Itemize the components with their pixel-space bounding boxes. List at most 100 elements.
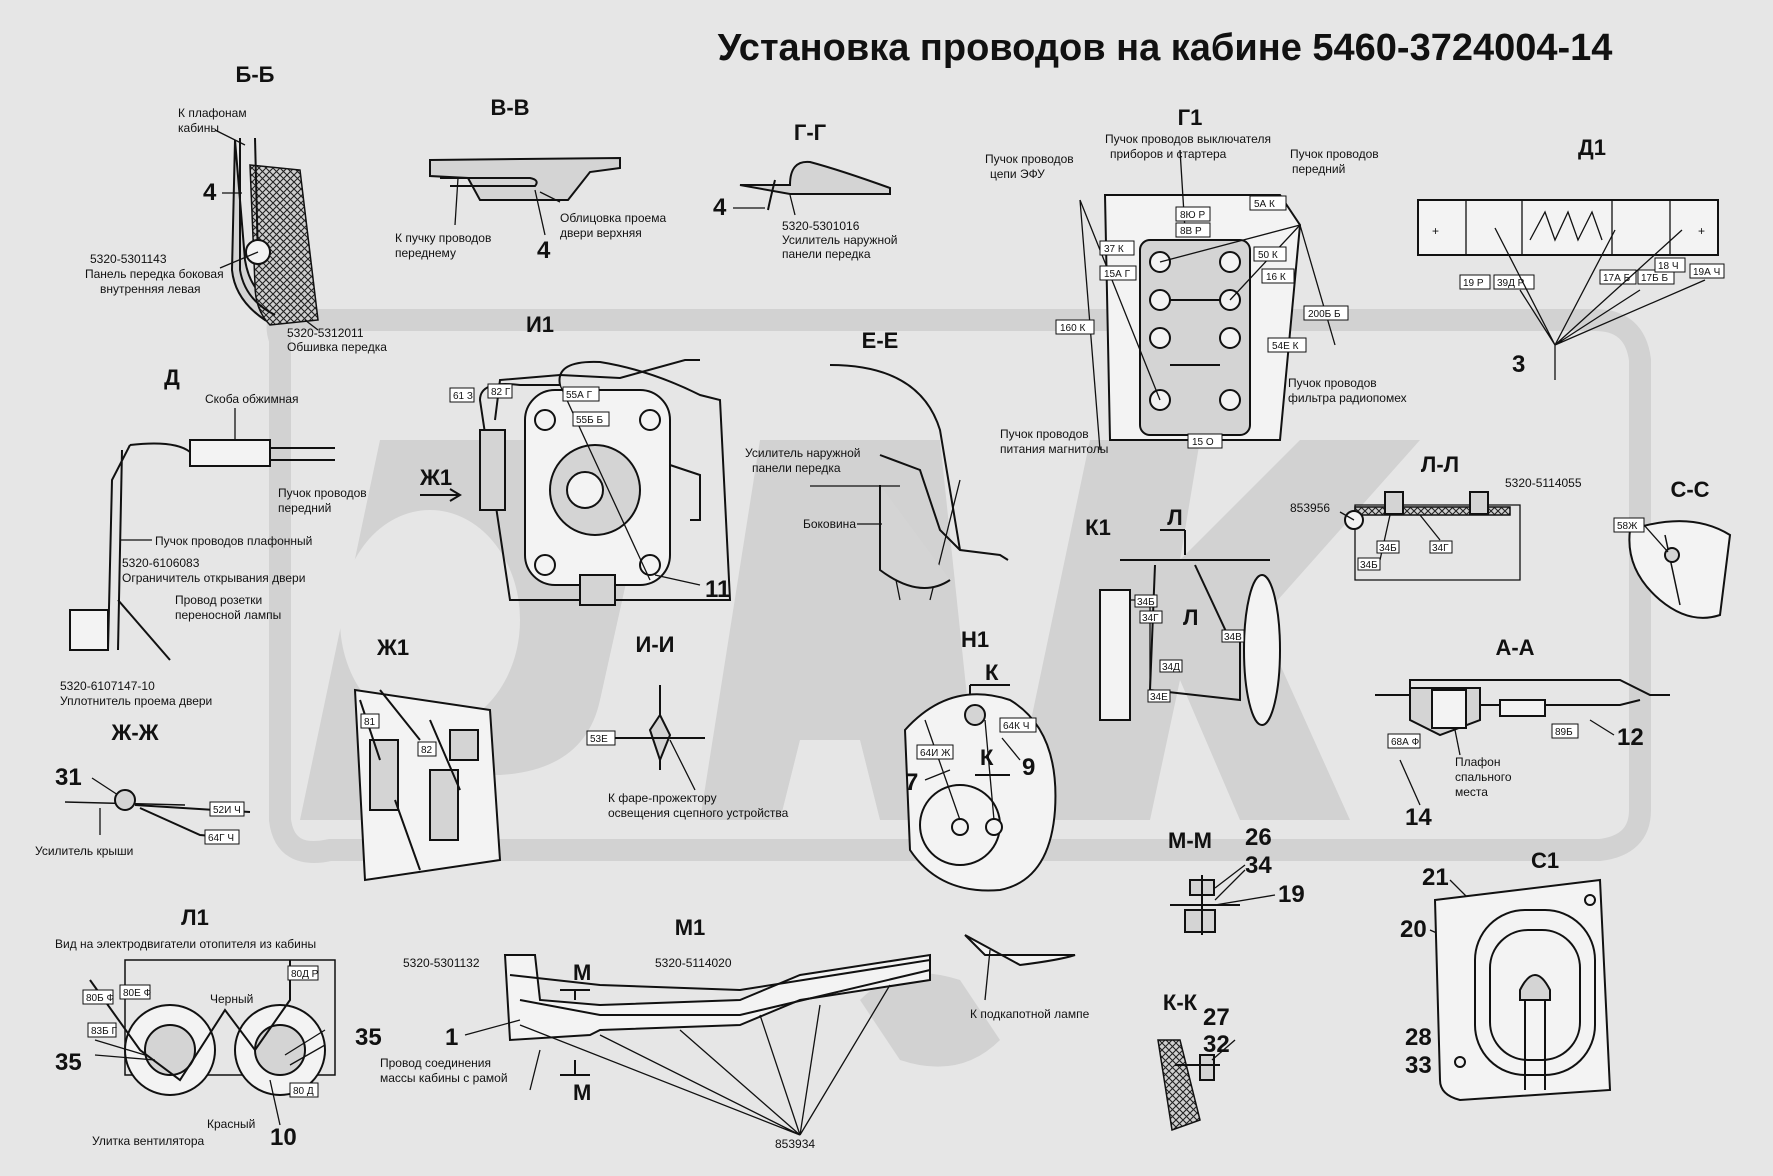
section-aa: А-А 68А Ф 89Б 12 14 Плафон спального мес… [1375,635,1670,831]
h1-mark-k-bottom: К [980,745,994,770]
kk-callout-27: 27 [1203,1004,1230,1031]
section-kk-label: К-К [1163,990,1198,1015]
vv-label-bundle-2: переднему [395,246,456,260]
g1-tag-1: 8В Р [1180,226,1202,237]
section-d-label: Д [164,365,180,390]
g1-tag-8: 200Б Б [1308,309,1341,320]
section-ll: Л-Л 5320-5114055 853956 34Б 34Г 34Б [1290,452,1582,581]
d-label-socket-2: переносной лампы [175,608,281,622]
d-label-ceiling: Пучок проводов плафонный [155,534,312,548]
k1-right-disc [1243,574,1281,726]
g1-wire-tags: 8Ю Р 8В Р 5А К 37 К 15А Г 50 К 16 К 160 … [1055,195,1349,449]
gg-label-3: панели передка [782,247,871,261]
k1-tag-1: 34Г [1142,613,1159,624]
k1-tag-3: 34Д [1162,662,1180,673]
h1-tag-1: 64К Ч [1003,721,1029,732]
bb-label-panel-2: Панель передка боковая [85,267,224,281]
ll-label-part: 5320-5114055 [1505,476,1582,490]
section-mm-label: М-М [1168,828,1212,853]
m1-hood-lamp-bracket [964,934,1076,967]
bb-label-trim-1: 5320-5312011 [287,326,364,340]
gg-label-1: 5320-5301016 [782,219,860,233]
m1-label-left: 5320-5301132 [403,956,480,970]
section-gg-label: Г-Г [794,120,827,145]
h1-callout-9: 9 [1022,754,1035,781]
s1-callout-20: 20 [1400,916,1427,943]
gg-callout-4: 4 [713,194,727,221]
gg-label-2: Усилитель наружной [782,233,897,247]
k1-tag-2: 34В [1224,632,1242,643]
aa-label-lamp-2: спального [1455,770,1512,784]
d1-tag-1: 39Д Р [1497,278,1525,289]
l1-callout-35-right: 35 [355,1024,382,1051]
d-clamp [189,439,271,467]
zh1-tag-1: 82 [421,745,433,756]
g1-tag-10: 15 О [1192,437,1214,448]
section-i1: И1 61 З 82 Г 55А Г 55Б Б 11 [449,312,732,606]
aa-label-lamp-1: Плафон [1455,755,1500,769]
mm-callout-26: 26 [1245,824,1272,851]
g1-tag-4: 15А Г [1104,269,1131,280]
k1-tag-0: 34Б [1137,597,1155,608]
section-d1-label: Д1 [1578,135,1606,160]
g1-label-filter-1: Пучок проводов [1288,376,1377,390]
m1-mark-m-top: М [573,960,591,985]
l1-tag-3: 83Б Г [91,1026,117,1037]
s1-callout-21: 21 [1422,864,1449,891]
d-label-seal-2: Уплотнитель проема двери [60,694,212,708]
zh1-tag-0: 81 [364,717,376,728]
d-label-limiter-2: Ограничитель открывания двери [122,571,305,585]
section-h1-label: Н1 [961,627,989,652]
aa-label-lamp-3: места [1455,785,1488,799]
section-l1: Л1 Вид на электродвигатели отопителя из … [55,905,382,1151]
d1-tag-2: 17А Б [1603,273,1631,284]
vv-label-bundle-1: К пучку проводов [395,231,491,245]
g1-label-switch-1: Пучок проводов выключателя [1105,132,1271,146]
h1-mark-k-top: К [985,660,999,685]
d-label-limiter-1: 5320-6106083 [122,556,200,570]
l1-tag-1: 80Е Ф [123,988,152,999]
l1-label-red: Красный [207,1117,255,1131]
g1-tag-6: 16 К [1266,272,1286,283]
ee-label-reinf-2: панели передка [752,461,841,475]
g1-tag-9: 54Е К [1272,341,1299,352]
zhzh-clip [114,789,136,811]
section-zh1: Ж1 81 82 [353,635,502,882]
d-label-seal-1: 5320-6107147-10 [60,679,155,693]
section-kk: К-К 27 32 [1157,990,1236,1132]
mm-callout-19: 19 [1278,881,1305,908]
bb-callout-4: 4 [203,179,217,206]
section-zh1a-label: Ж1 [419,465,452,490]
l1-label-view: Вид на электродвигатели отопителя из каб… [55,937,316,951]
section-zh1-label: Ж1 [376,635,409,660]
m1-label-ground-2: массы кабины с рамой [380,1071,508,1085]
section-h1: Н1 К 64И Ж 64К Ч К 7 9 [903,627,1057,892]
i1-callout-11: 11 [705,576,730,603]
section-ss-label: С-С [1670,477,1709,502]
section-ee-label: Е-Е [862,328,899,353]
section-gg: Г-Г 4 5320-5301016 Усилитель наружной па… [713,120,897,261]
kk-panel [1157,1039,1201,1132]
ii-label-lamp-2: освещения сцепного устройства [608,806,789,820]
section-bb: Б-Б К плафонам кабины 4 5320-5301143 Пан… [85,62,387,354]
aa-callout-14: 14 [1405,804,1432,831]
g1-tag-5: 50 К [1258,250,1278,261]
l1-label-snail: Улитка вентилятора [92,1134,204,1148]
k1-tag-4: 34Е [1150,692,1168,703]
section-ii-label: И-И [636,632,675,657]
zhzh-callout-31: 31 [55,764,82,791]
section-zh1-arrow: Ж1 [419,465,462,502]
svg-text:+: + [1698,224,1705,238]
g1-tag-0: 8Ю Р [1180,210,1205,221]
i1-tag-1: 82 Г [491,387,511,398]
kk-callout-32: 32 [1203,1031,1230,1058]
aa-callout-12: 12 [1617,724,1644,751]
g1-tag-2: 5А К [1254,199,1275,210]
page-title: Установка проводов на кабине 5460-372400… [718,27,1613,69]
ll-label-clip: 853956 [1290,501,1330,515]
k1-left-panel [1099,589,1131,721]
ss-tag-0: 58Ж [1617,521,1638,532]
section-bb-label: Б-Б [236,62,275,87]
ii-tag-0: 53Е [590,734,608,745]
i1-tag-2: 55А Г [566,390,593,401]
